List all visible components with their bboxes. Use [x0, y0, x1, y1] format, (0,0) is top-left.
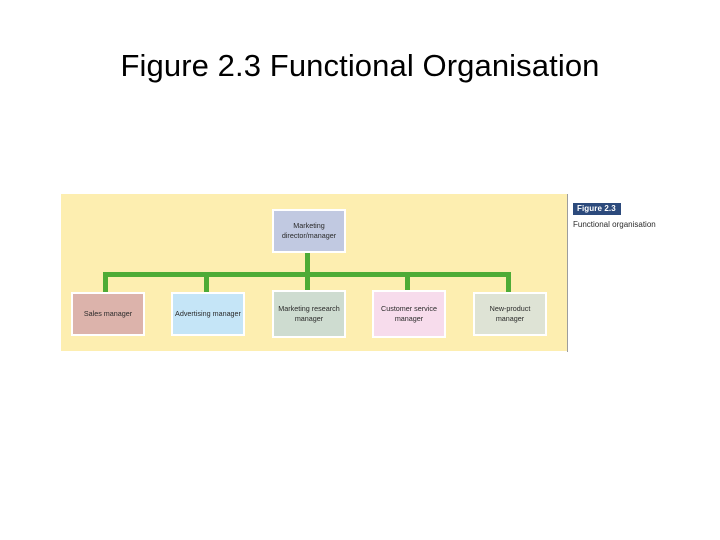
figure-caption-text: Functional organisation [573, 220, 656, 229]
connector-root-stem [305, 252, 310, 275]
org-chart-panel: Marketing director/manager Sales manager… [61, 194, 567, 351]
figure-divider [567, 194, 568, 352]
org-node-marketing-research-manager: Marketing research manager [272, 290, 346, 338]
org-node-advertising-manager: Advertising manager [171, 292, 245, 336]
page-title: Figure 2.3 Functional Organisation [120, 48, 600, 83]
connector-drop-1 [103, 272, 108, 294]
org-node-marketing-director: Marketing director/manager [272, 209, 346, 253]
figure-number-badge: Figure 2.3 [573, 203, 621, 215]
connector-drop-2 [204, 272, 209, 294]
connector-drop-3 [305, 272, 310, 294]
figure-graphic: Marketing director/manager Sales manager… [61, 194, 675, 354]
org-node-sales-manager: Sales manager [71, 292, 145, 336]
connector-drop-5 [506, 272, 511, 294]
org-node-customer-service-manager: Customer service manager [372, 290, 446, 338]
org-node-new-product-manager: New-product manager [473, 292, 547, 336]
connector-drop-4 [405, 272, 410, 294]
figure-caption: Figure 2.3 Functional organisation [573, 198, 675, 230]
